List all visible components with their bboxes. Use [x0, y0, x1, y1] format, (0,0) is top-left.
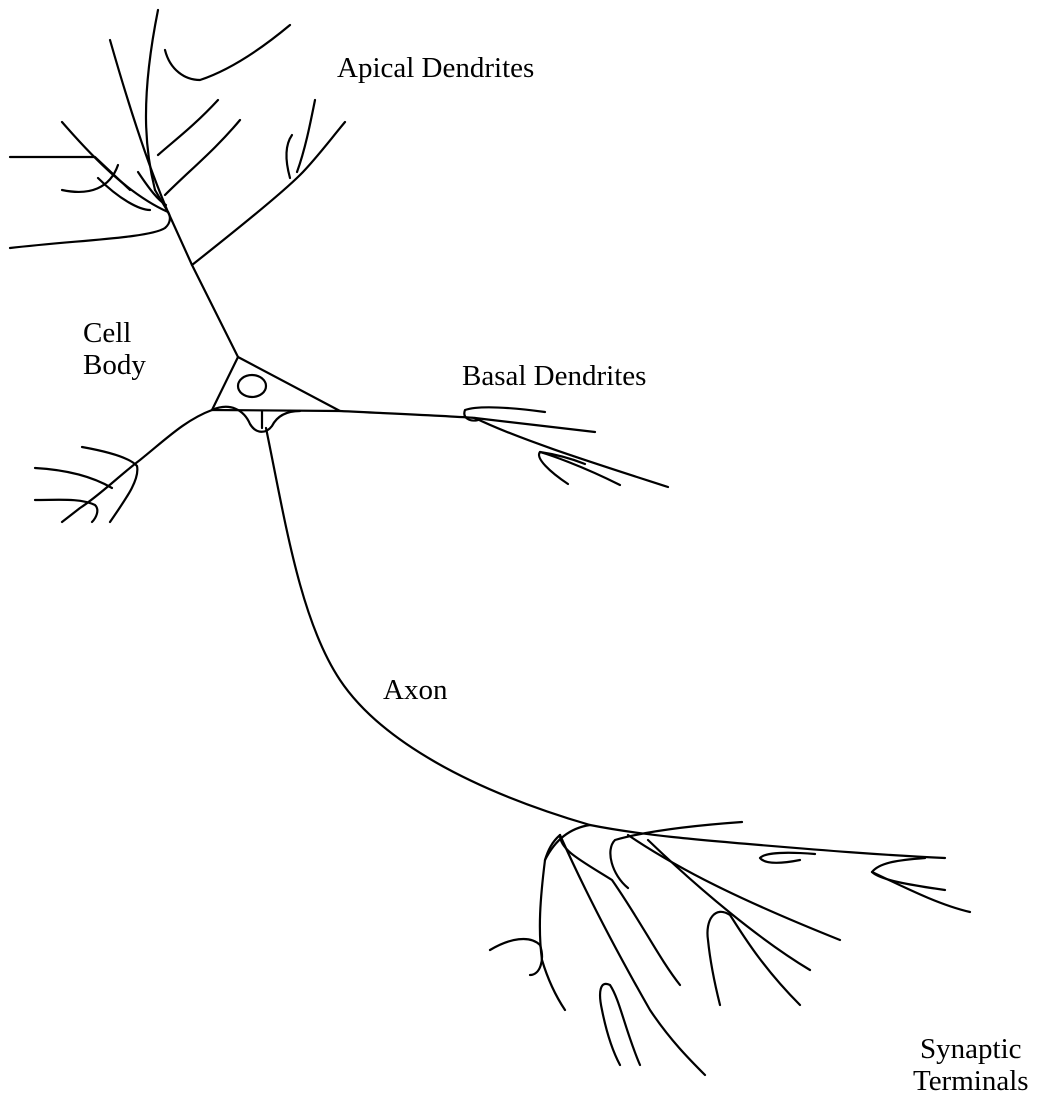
basal-dendrites-right — [340, 407, 668, 487]
cell-body-label-line2: Body — [83, 349, 146, 381]
right-basal-main — [340, 411, 475, 418]
apical-branch-center — [110, 40, 168, 212]
axon — [266, 428, 590, 825]
soma-triangle — [212, 357, 340, 411]
basal-dendrites-label: Basal Dendrites — [462, 360, 646, 392]
nucleus — [238, 375, 266, 397]
terminal-u-bottom — [600, 984, 640, 1065]
synaptic-terminals-label-line2: Terminals — [913, 1065, 1029, 1097]
apical-branch-lower-left — [10, 212, 170, 248]
axon-shaft — [266, 428, 590, 825]
terminal-curl-right-a — [760, 853, 815, 863]
apical-twig-c — [158, 100, 218, 155]
terminal-long-down — [560, 835, 705, 1075]
synaptic-terminals-label: Synaptic Terminals — [913, 1033, 1029, 1097]
cell-body-label-line1: Cell — [83, 317, 146, 349]
terminal-branch-lower — [648, 840, 810, 970]
apical-branch-top-left — [62, 122, 168, 212]
apical-twig-f — [286, 135, 292, 178]
terminal-left-hook — [490, 939, 542, 975]
synaptic-terminals-label-line1: Synaptic — [913, 1033, 1029, 1065]
apical-twig-d — [165, 120, 240, 195]
terminal-left-curve — [545, 825, 590, 860]
cell-body-label: Cell Body — [83, 317, 146, 381]
terminal-left-down — [540, 860, 565, 1010]
terminal-loop-mid — [707, 912, 800, 1005]
terminal-right-lower — [872, 872, 970, 912]
apical-dendrites — [10, 10, 345, 357]
terminal-main — [590, 825, 945, 858]
apical-trunk — [155, 190, 238, 357]
terminal-curl-right-b — [872, 858, 945, 890]
synaptic-terminals — [490, 822, 970, 1075]
apical-branch-right — [192, 122, 345, 265]
left-basal-twig-a — [35, 468, 112, 488]
cell-body — [212, 357, 340, 432]
apical-dendrites-label: Apical Dendrites — [337, 52, 534, 84]
axon-label: Axon — [383, 674, 447, 706]
apical-branch-top-curl — [165, 25, 290, 80]
basal-dendrites-left — [35, 410, 212, 522]
